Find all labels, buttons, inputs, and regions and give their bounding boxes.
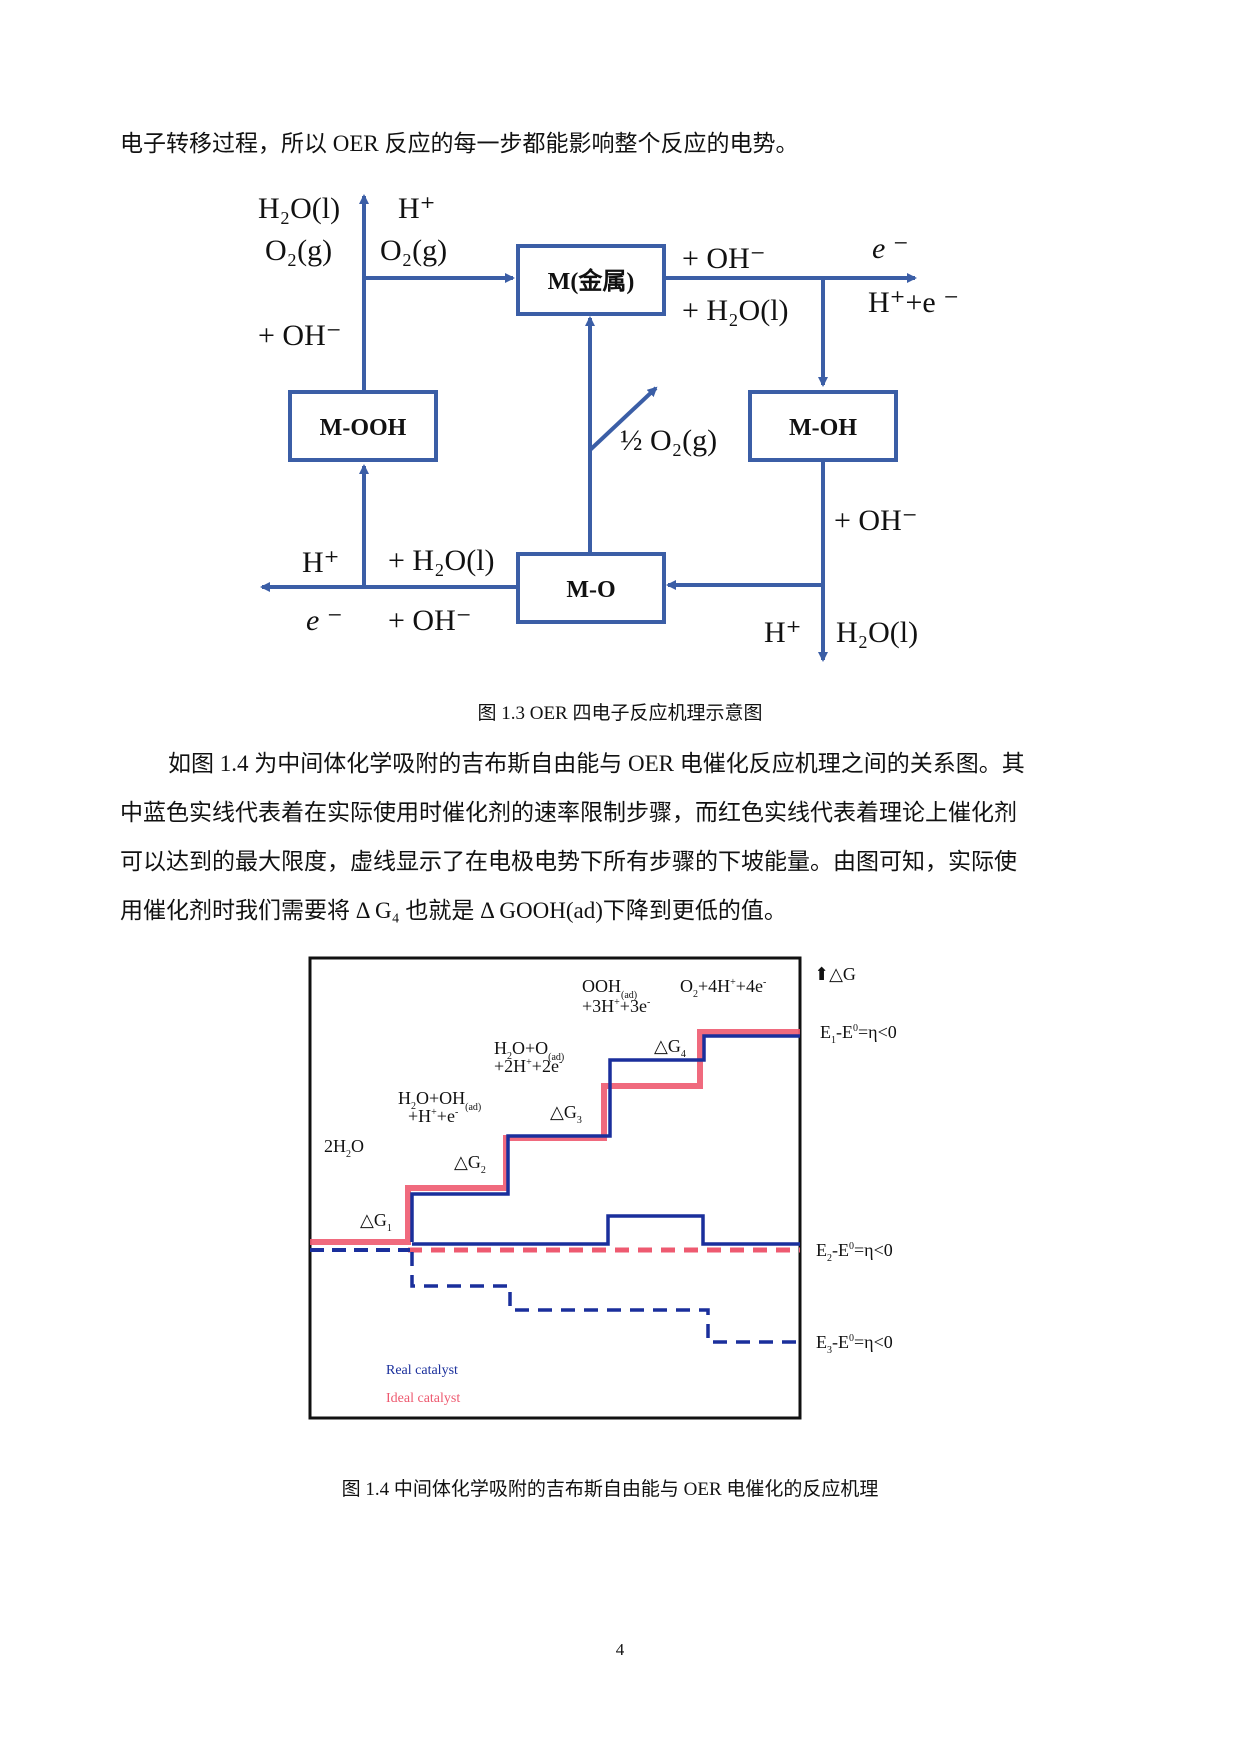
label-plus-oh-bl: + OH⁻ — [388, 604, 472, 637]
label-h-plus-bl: H⁺ — [302, 546, 340, 579]
box-m-ooh — [288, 390, 438, 462]
label-h-plus: H⁺ — [398, 192, 436, 225]
label-plus-h2o-bl: + H₂O(l) — [388, 544, 495, 577]
label-m-ooh: M-OOH — [320, 415, 407, 441]
label-h-plus-e: H⁺+e ⁻ — [868, 286, 959, 319]
label-e1: E1-E0=η<0 — [820, 1022, 897, 1046]
label-o2: O₂(g) — [265, 234, 332, 267]
label-e-minus: e ⁻ — [872, 232, 909, 265]
page-number: 4 — [615, 1640, 625, 1659]
legend-real: Real catalyst — [386, 1363, 458, 1378]
label-e2: E2-E0=η<0 — [816, 1240, 893, 1264]
box-m-o — [516, 552, 666, 624]
label-2h-2e: +2H++2e- — [494, 1056, 562, 1076]
real-catalyst-e2-line — [412, 1214, 800, 1246]
label-m-o: M-O — [566, 577, 615, 603]
label-m-metal: M(金属) — [548, 267, 635, 295]
body-text-line: 用催化剂时我们需要将 Δ G₄ 也就是 Δ GOOH(ad)下降到更低的值。 — [120, 898, 787, 923]
label-plus-oh-right: + OH⁻ — [682, 242, 766, 275]
gibbs-energy-chart: OOH(ad) +3H++3e- O2+4H++4e- H2O+O(ad) +2… — [308, 956, 897, 1420]
box-m-metal — [516, 244, 666, 316]
chart-frame — [308, 956, 802, 1420]
body-text-line: 可以达到的最大限度，虚线显示了在电极电势下所有步骤的下坡能量。由图可知，实际使 — [120, 849, 1017, 874]
label-e3: E3-E0=η<0 — [816, 1332, 893, 1356]
label-plus-oh-moh: + OH⁻ — [834, 504, 918, 537]
real-catalyst-line — [410, 1034, 800, 1242]
label-plus-oh-left: + OH⁻ — [258, 319, 342, 352]
body-text-line: 电子转移过程，所以 OER 反应的每一步都能影响整个反应的电势。 — [120, 131, 799, 156]
figure-caption-1-3: 图 1.3 OER 四电子反应机理示意图 — [477, 703, 763, 724]
label-plus-h2o-right: + H₂O(l) — [682, 294, 789, 327]
label-m-oh: M-OH — [789, 415, 857, 441]
oer-mechanism-diagram: M(金属) M-OOH M-OH M-O H₂O(l) O₂(g) H⁺ O₂(… — [258, 192, 959, 662]
label-h-plus-br: H⁺ — [764, 616, 802, 649]
y-axis-label: ⬆△G — [814, 964, 856, 984]
legend-ideal: Ideal catalyst — [386, 1391, 460, 1406]
label-h2o: H₂O(l) — [258, 192, 340, 225]
label-h-e: +H++e- — [408, 1106, 458, 1126]
label-o2-top: O₂(g) — [380, 234, 447, 267]
label-half-o2: ½ O₂(g) — [620, 424, 717, 457]
figure-caption-1-4: 图 1.4 中间体化学吸附的吉布斯自由能与 OER 电催化的反应机理 — [341, 1479, 879, 1500]
body-text-line: 如图 1.4 为中间体化学吸附的吉布斯自由能与 OER 电催化反应机理之间的关系… — [168, 751, 1025, 776]
real-catalyst-dashed — [410, 1252, 800, 1344]
label-3h-3e: +3H++3e- — [582, 996, 650, 1016]
box-m-oh — [748, 390, 898, 462]
label-e-minus-bl: e ⁻ — [306, 604, 343, 637]
body-text-line: 中蓝色实线代表着在实际使用时催化剂的速率限制步骤，而红色实线代表着理论上催化剂 — [120, 800, 1017, 825]
label-h2o-br: H₂O(l) — [836, 616, 918, 649]
